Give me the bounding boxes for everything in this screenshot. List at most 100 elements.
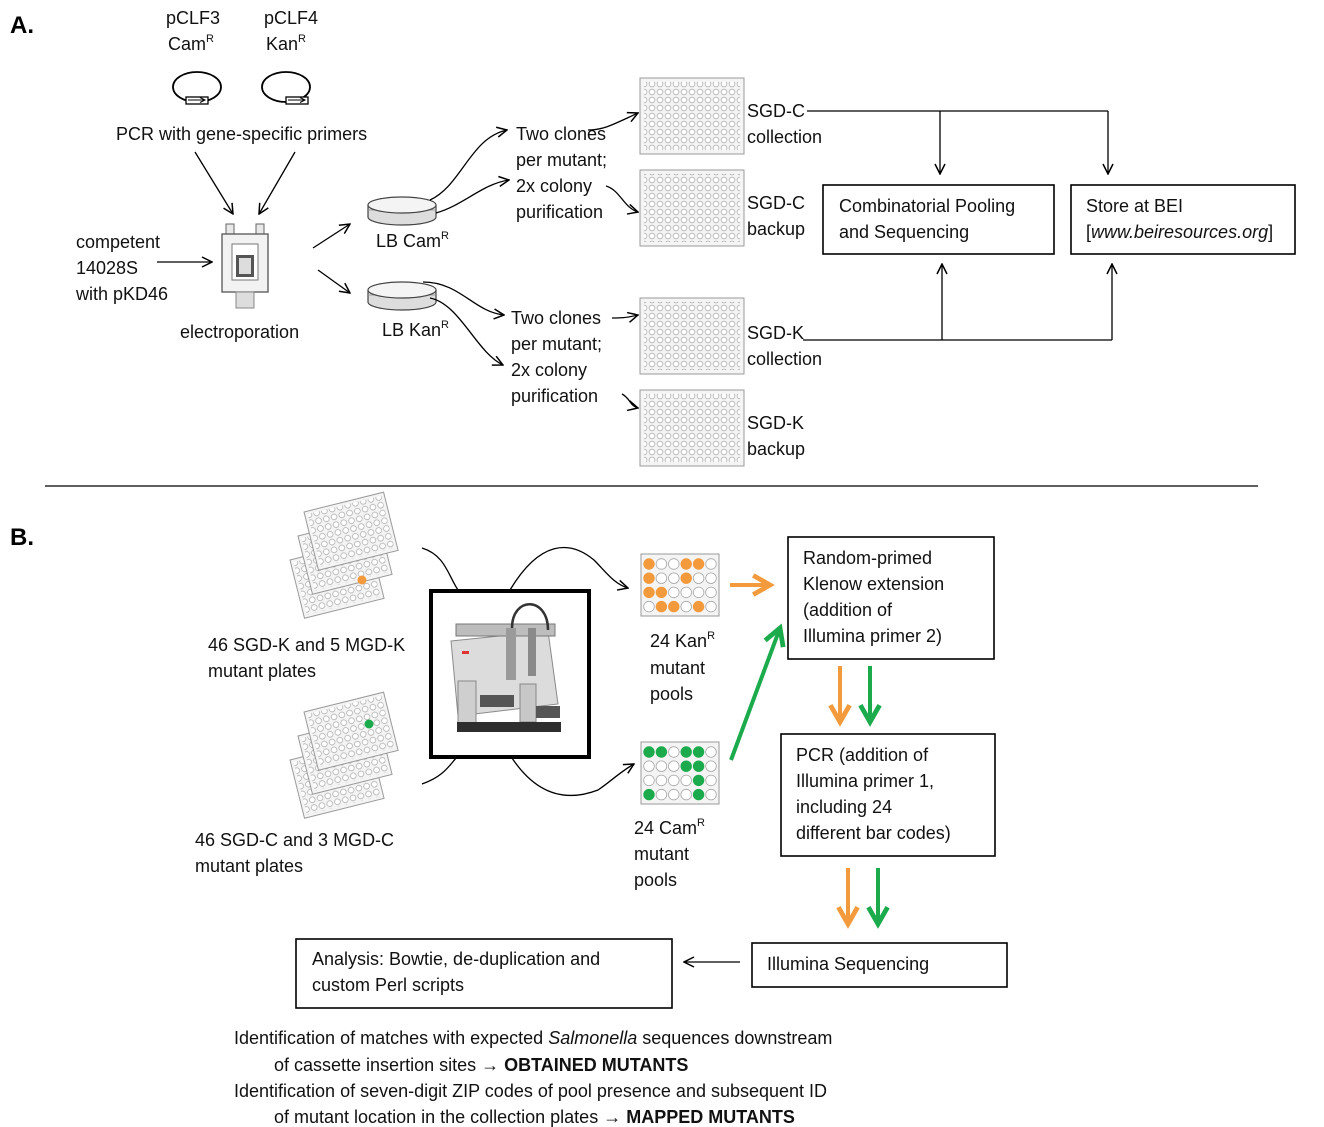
store-at-bei-box (1070, 184, 1296, 255)
sgd-c-collection-label-2: collection (747, 127, 822, 147)
cam-pool-empty-well (705, 788, 717, 801)
arrow-to-sgd-c-backup-plate (605, 185, 638, 212)
sgd-c-backup-label-2: backup (747, 219, 805, 239)
kan-clones-line2: per mutant; (511, 334, 602, 354)
kan-clones-line3: 2x colony (511, 360, 587, 380)
cam-pool-filled-well (692, 760, 705, 772)
kan-clones-line1: Two clones (511, 308, 601, 328)
electroporation-cuvette-icon (221, 223, 269, 309)
kan-pool-empty-well (680, 586, 692, 599)
cam-clones-line3: 2x colony (516, 176, 592, 196)
kan-pool-empty-well (668, 572, 680, 584)
pcr-label-line2: Illumina primer 1, (796, 771, 934, 791)
pcr-label-line4: different bar codes) (796, 823, 951, 843)
arrow-kan-dish-to-purification (429, 297, 503, 365)
kan-pool-empty-well (668, 558, 680, 570)
note-line4: of mutant location in the collection pla… (274, 1107, 795, 1127)
petri-dish-icon (367, 196, 437, 226)
cam-pool-empty-well (705, 774, 717, 787)
arrow-robot-to-kan-pools (509, 546, 628, 590)
kan-pool-empty-well (705, 586, 717, 599)
klenow-label-line3: (addition of (803, 600, 893, 620)
highlighted-well-green (364, 719, 374, 729)
kan-pool-empty-well (643, 600, 655, 613)
arrow-to-sgd-c-collection-plate (587, 113, 638, 131)
cam-clones-line2: per mutant; (516, 150, 607, 170)
arrow-to-lb-kan (317, 269, 350, 293)
pipetting-robot-icon (429, 589, 591, 759)
kan-pool-empty-well (668, 586, 680, 599)
sgd-k-backup-label-1: SGD-K (747, 413, 804, 433)
competent-label-line1: competent (76, 232, 160, 252)
cam-pool-empty-well (643, 760, 655, 772)
pcr-label-line1: PCR (addition of (796, 745, 929, 765)
analysis-box (295, 938, 673, 1009)
note-line3: Identification of seven-digit ZIP codes … (234, 1081, 827, 1101)
sgd-c-backup-label-1: SGD-C (747, 193, 805, 213)
combinatorial-pooling-box (822, 184, 1055, 255)
sgd-k-collection-label-1: SGD-K (747, 323, 804, 343)
kan-pools-label-line2: mutant (650, 658, 705, 678)
cam-pool-filled-well (692, 774, 705, 787)
bei-label-line1: Store at BEI (1086, 196, 1183, 216)
96-well-plate-icon (639, 297, 745, 375)
sequencing-label: Illumina Sequencing (767, 954, 929, 974)
plasmid-pclf3-name: pCLF3 (166, 8, 220, 28)
arrow-to-sgd-k-backup-plate (621, 393, 638, 408)
kan-pool-filled-well (680, 558, 692, 570)
arrow-kan-dish-to-clones (422, 281, 504, 315)
curve-k-plates-to-robot (421, 547, 459, 591)
96-well-plate-icon (639, 389, 745, 467)
analysis-label-line1: Analysis: Bowtie, de-duplication and (312, 949, 600, 969)
curve-c-plates-to-robot (421, 755, 459, 785)
kan-clones-line4: purification (511, 386, 598, 406)
kan-pool-filled-well (692, 558, 705, 570)
highlighted-well-orange (357, 575, 367, 585)
kan-pool-empty-well (705, 572, 717, 584)
plasmid-pclf4-name: pCLF4 (264, 8, 318, 28)
96-well-plate-icon (639, 77, 745, 155)
c-plates-label-line2: mutant plates (195, 856, 303, 876)
arrow-cam-dish-to-purification (435, 180, 509, 214)
kan-pool-filled-well (692, 600, 705, 613)
panel-b-label: B. (10, 524, 34, 551)
arrow-pcr-to-electroporation-left (194, 151, 233, 214)
cam-pool-filled-well (643, 788, 655, 801)
plasmid-icon (172, 71, 222, 105)
note-line2: of cassette insertion sites → OBTAINED M… (274, 1055, 688, 1075)
klenow-label-line4: Illumina primer 2) (803, 626, 942, 646)
pcr-label-line3: including 24 (796, 797, 892, 817)
panel-a-label: A. (10, 12, 34, 39)
96-well-plate-icon (639, 169, 745, 247)
cam-pool-empty-well (668, 746, 680, 758)
kan-pool-filled-well (643, 586, 655, 599)
arrow-robot-to-cam-pools (511, 757, 634, 797)
sgd-k-collection-label-2: collection (747, 349, 822, 369)
cam-pool-filled-well (692, 746, 705, 758)
note-line1: Identification of matches with expected … (234, 1028, 832, 1048)
cam-pool-empty-well (668, 788, 680, 801)
kan-pool-filled-well (655, 586, 668, 599)
cam-pools-label-line3: pools (634, 870, 677, 890)
cam-pool-empty-well (655, 788, 668, 801)
cam-pool-empty-well (680, 774, 692, 787)
kan-pools-label-line1: 24 KanR (650, 630, 715, 651)
kan-pool-empty-well (680, 600, 692, 613)
cam-pool-filled-well (655, 746, 668, 758)
kan-pool-empty-well (692, 586, 705, 599)
kan-pools-label-line3: pools (650, 684, 693, 704)
cam-pool-empty-well (705, 760, 717, 772)
cam-pools-label-line2: mutant (634, 844, 689, 864)
cam-pool-filled-well (680, 760, 692, 772)
cam-clones-line1: Two clones (516, 124, 606, 144)
c-plates-label-line1: 46 SGD-C and 3 MGD-C (195, 830, 394, 850)
kan-pool-empty-well (655, 558, 668, 570)
kan-pool-filled-well (655, 600, 668, 613)
cam-pool-empty-well (655, 774, 668, 787)
analysis-label-line2: custom Perl scripts (312, 975, 464, 995)
kan-pool-empty-well (692, 572, 705, 584)
illumina-sequencing-box (751, 942, 1008, 988)
cam-pool-filled-well (692, 788, 705, 801)
electroporation-label: electroporation (180, 322, 299, 342)
